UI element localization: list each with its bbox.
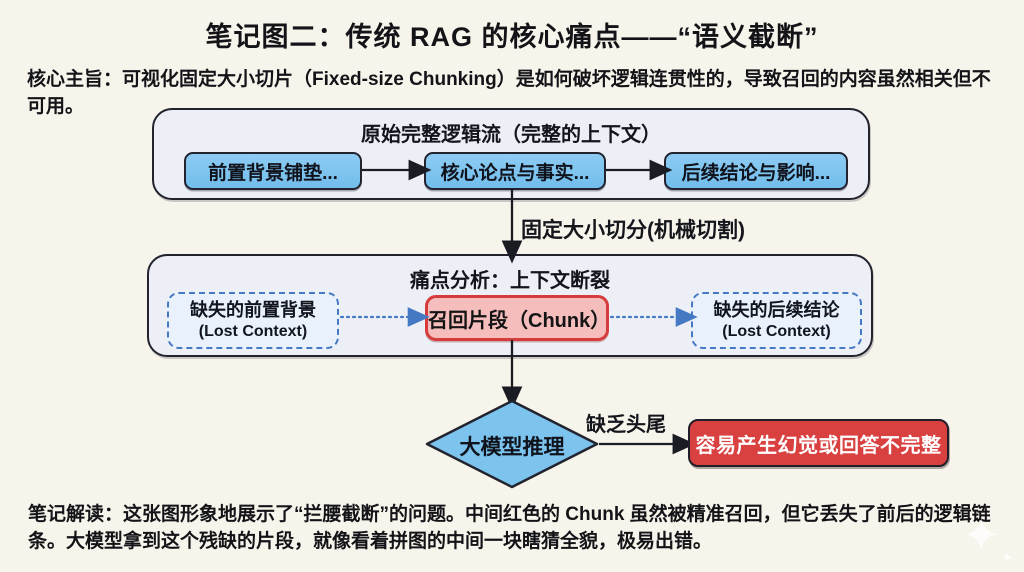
pain-point-container: 痛点分析：上下文断裂 缺失的前置背景 (Lost Context) 召回片段（C… bbox=[147, 254, 873, 357]
note-interpretation: 笔记解读：这张图形象地展示了“拦腰截断”的问题。中间红色的 Chunk 虽然被精… bbox=[28, 502, 1008, 556]
lost-context-right-box: 缺失的后续结论 (Lost Context) bbox=[691, 292, 862, 349]
lost-context-right-en: (Lost Context) bbox=[722, 322, 831, 340]
original-flow-title: 原始完整逻辑流（完整的上下文） bbox=[361, 124, 661, 146]
hallucination-result-box: 容易产生幻觉或回答不完整 bbox=[688, 419, 949, 467]
sparkle-watermark-icon: ✦ bbox=[962, 509, 1001, 561]
llm-decision-label: 大模型推理 bbox=[459, 436, 565, 459]
note-line-1: 笔记解读：这张图形象地展示了“拦腰截断”的问题。中间红色的 Chunk 虽然被精… bbox=[28, 504, 991, 525]
node-background-padding: 前置背景铺垫... bbox=[184, 152, 362, 190]
lost-context-right-zh: 缺失的后续结论 bbox=[713, 300, 840, 321]
lost-context-left-en: (Lost Context) bbox=[198, 322, 308, 340]
original-flow-container: 原始完整逻辑流（完整的上下文） 前置背景铺垫... 核心论点与事实... 后续结… bbox=[152, 108, 870, 200]
lost-context-left-box: 缺失的前置背景 (Lost Context) bbox=[167, 292, 339, 349]
core-thesis-text: 核心主旨：可视化固定大小切片（Fixed-size Chunking）是如何破坏… bbox=[27, 69, 991, 117]
node-conclusion-impact: 后续结论与影响... bbox=[664, 152, 848, 190]
sparkle-watermark-small-icon: ✦ bbox=[1000, 550, 1014, 567]
lost-context-left-zh: 缺失的前置背景 bbox=[190, 300, 316, 321]
pain-point-title: 痛点分析：上下文断裂 bbox=[410, 270, 610, 292]
recalled-chunk-box: 召回片段（Chunk） bbox=[425, 295, 610, 341]
page-title: 笔记图二：传统 RAG 的核心痛点——“语义截断” bbox=[205, 22, 819, 52]
note-line-2: 条。大模型拿到这个残缺的片段，就像看着拼图的中间一块瞎猜全貌，极易出错。 bbox=[28, 530, 713, 552]
missing-head-tail-label: 缺乏头尾 bbox=[586, 414, 666, 436]
node-core-argument: 核心论点与事实... bbox=[424, 152, 606, 190]
fixed-size-split-label: 固定大小切分(机械切割) bbox=[521, 219, 745, 242]
